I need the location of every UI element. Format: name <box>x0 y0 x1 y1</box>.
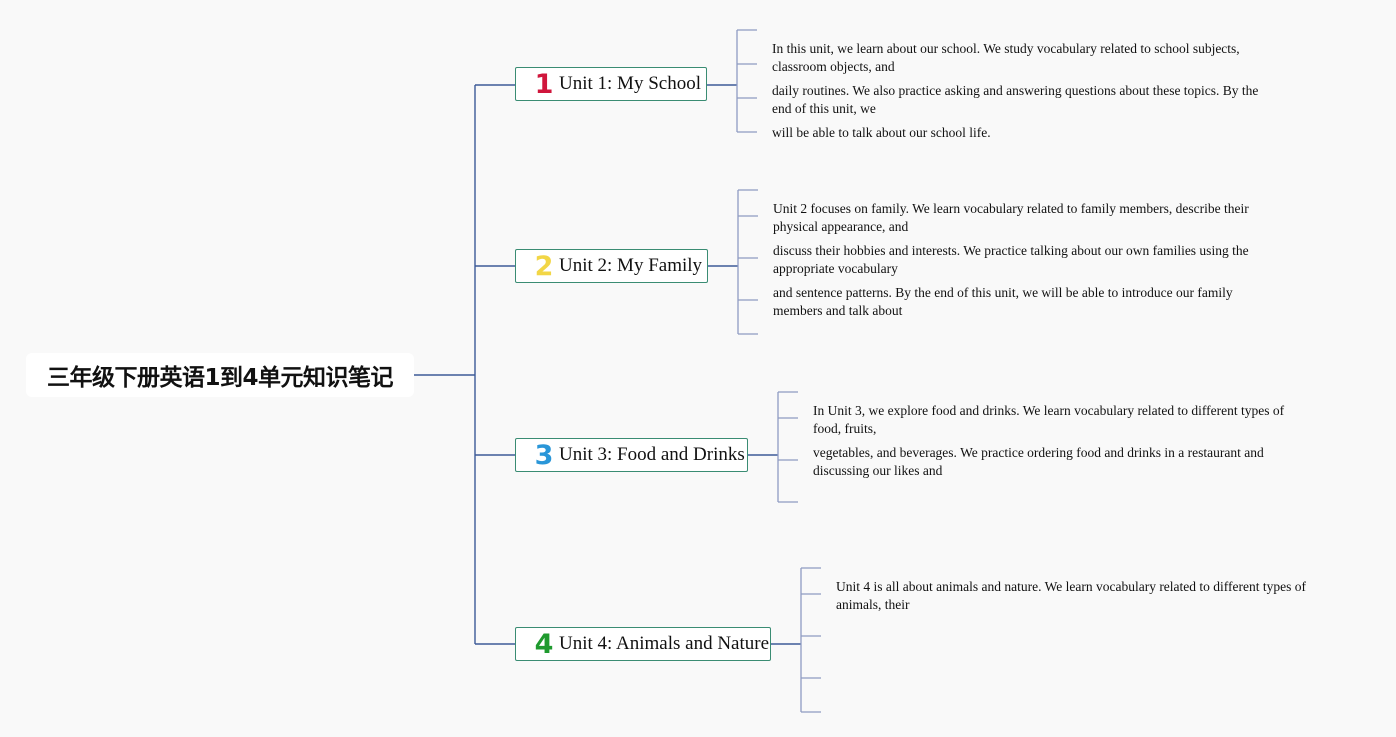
unit-2-note-1[interactable]: Unit 2 focuses on family. We learn vocab… <box>773 201 1249 234</box>
unit-4-node[interactable]: 4 Unit 4: Animals and Nature <box>515 627 771 661</box>
unit-3-node[interactable]: 3 Unit 3: Food and Drinks <box>515 438 748 472</box>
bracket-unit-1 <box>736 29 757 133</box>
unit-2-note-2[interactable]: discuss their hobbies and interests. We … <box>773 243 1249 276</box>
bracket-unit-2 <box>737 189 758 335</box>
unit-1-note-1[interactable]: In this unit, we learn about our school.… <box>772 41 1240 74</box>
unit-3-note-2[interactable]: vegetables, and beverages. We practice o… <box>813 445 1264 478</box>
unit-2-title: Unit 2: My Family <box>559 255 703 276</box>
unit-3-note-1[interactable]: In Unit 3, we explore food and drinks. W… <box>813 403 1285 436</box>
unit-connectors <box>707 84 801 645</box>
main-branches <box>414 84 515 645</box>
unit-1-note-3[interactable]: will be able to talk about our school li… <box>772 125 991 140</box>
unit-2-node[interactable]: 2 Unit 2: My Family <box>515 249 708 283</box>
unit-4-title: Unit 4: Animals and Nature <box>559 633 770 654</box>
bracket-unit-4 <box>800 567 821 713</box>
note-brackets <box>736 29 821 713</box>
unit-3-title: Unit 3: Food and Drinks <box>559 444 745 465</box>
number-2-icon: 2 <box>534 250 554 282</box>
root-title[interactable]: 三年级下册英语1到4单元知识笔记 <box>26 353 414 397</box>
number-1-icon: 1 <box>534 68 554 100</box>
unit-1-title: Unit 1: My School <box>559 73 701 94</box>
unit-2-note-3[interactable]: and sentence patterns. By the end of thi… <box>773 285 1233 318</box>
number-3-icon: 3 <box>534 439 554 471</box>
unit-1-node[interactable]: 1 Unit 1: My School <box>515 67 707 101</box>
bracket-unit-3 <box>777 391 798 503</box>
number-4-icon: 4 <box>534 628 554 660</box>
unit-1-note-2[interactable]: daily routines. We also practice asking … <box>772 83 1259 116</box>
unit-4-note-1[interactable]: Unit 4 is all about animals and nature. … <box>836 579 1307 612</box>
